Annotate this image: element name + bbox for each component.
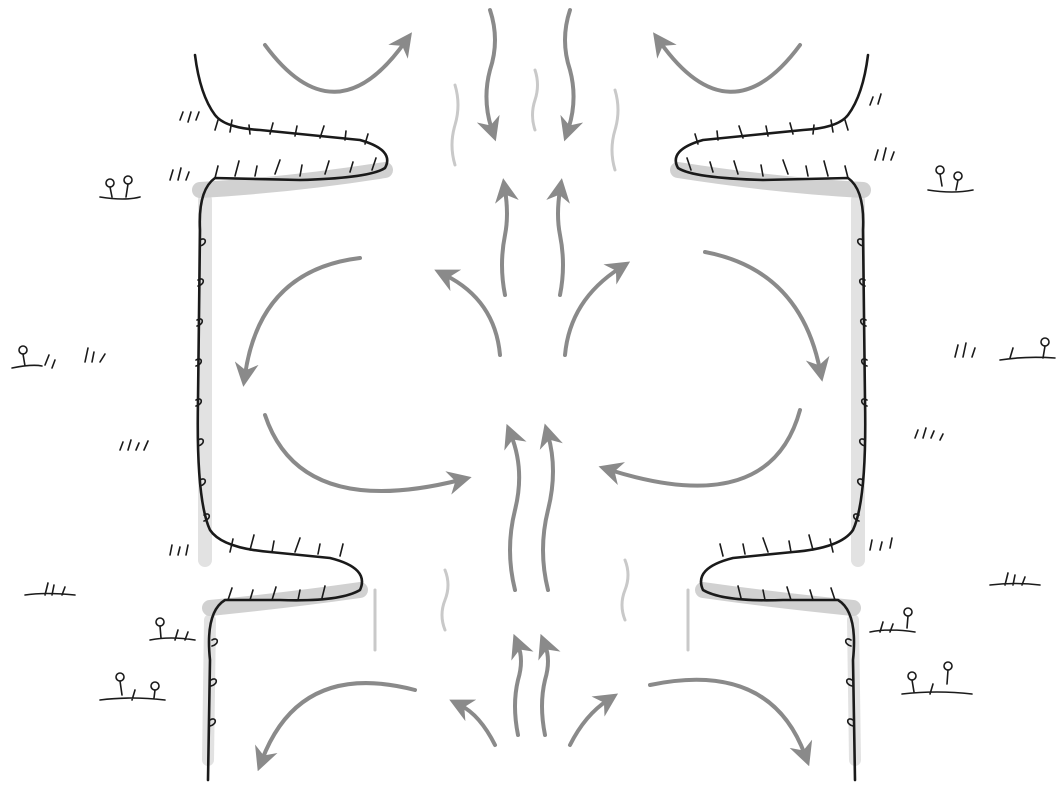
up-arrow-left	[502, 190, 507, 295]
flower-icon	[12, 346, 105, 368]
wavy-up-right-mid	[543, 435, 553, 590]
small-arrow-bottom-left	[460, 705, 495, 745]
grass-tuft	[170, 545, 188, 555]
grass-tuft	[875, 148, 894, 160]
top-right-wavy-arrow	[565, 10, 574, 130]
eddy-mid-left-upper	[245, 258, 360, 375]
grass-tuft	[870, 538, 892, 550]
top-left-wavy-arrow	[486, 10, 495, 130]
eddy-mid-left-lower	[265, 415, 460, 491]
flower-icon	[150, 618, 195, 640]
eddy-mid-right-upper	[705, 252, 820, 370]
grass-tuft	[870, 94, 881, 105]
small-arrow-bottom-right	[570, 700, 608, 745]
eddy-mid-right-lower	[610, 410, 800, 486]
wavy-up-right-bottom	[542, 645, 548, 735]
eddy-arrows	[245, 42, 820, 760]
flower-icon	[100, 176, 140, 199]
branch-arrow-right	[565, 268, 620, 355]
grass-tuft	[180, 112, 199, 122]
wavy-up-left-bottom	[515, 645, 521, 735]
meadow-decorations	[12, 94, 1055, 700]
flower-icon	[928, 166, 973, 192]
grass-tuft	[120, 440, 148, 450]
wavy-up-left-mid	[510, 435, 519, 590]
grass-tuft	[170, 168, 189, 180]
flower-icon	[955, 338, 1055, 360]
branch-arrow-left	[445, 275, 500, 355]
eddy-bottom-right	[650, 680, 805, 755]
flower-icon	[902, 662, 972, 694]
left-bank	[195, 55, 387, 780]
eddy-top-left	[265, 42, 405, 92]
eddy-top-right	[660, 42, 800, 92]
up-arrow-right	[558, 190, 563, 295]
flower-icon	[870, 608, 915, 632]
right-bank	[676, 55, 868, 780]
flower-icon	[100, 673, 165, 700]
grass-tuft	[915, 428, 943, 440]
grass-tuft	[25, 583, 75, 595]
grass-tuft	[990, 573, 1040, 585]
faint-current-lines	[375, 70, 688, 650]
eddy-bottom-left	[262, 683, 415, 760]
